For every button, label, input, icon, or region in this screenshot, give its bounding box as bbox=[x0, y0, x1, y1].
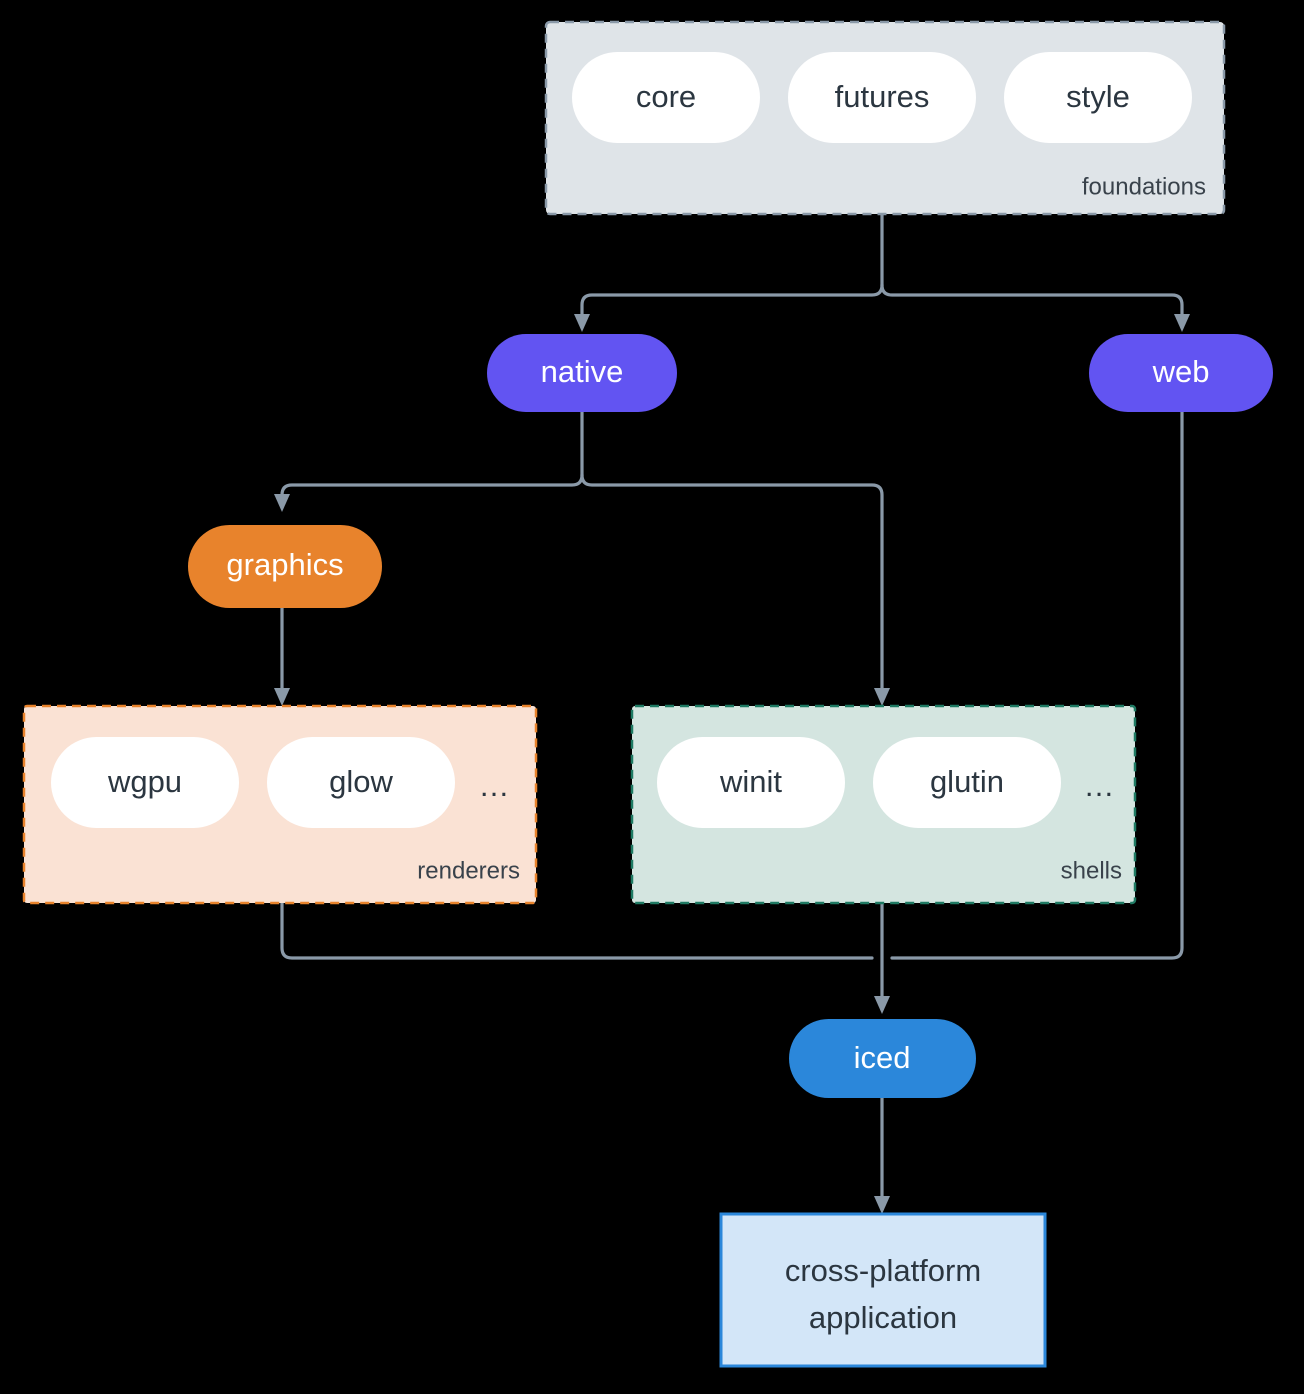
node-iced-label: iced bbox=[854, 1040, 911, 1075]
arrowhead-iced bbox=[874, 996, 890, 1014]
node-wgpu-label: wgpu bbox=[107, 764, 182, 799]
cluster-shells: shells winit glutin … bbox=[630, 704, 1137, 905]
node-glutin[interactable]: glutin bbox=[873, 737, 1061, 828]
arrowhead-application bbox=[874, 1196, 890, 1214]
node-glow-shape[interactable] bbox=[267, 737, 455, 828]
edge-layer bbox=[274, 213, 1190, 1214]
arrowhead-shells bbox=[874, 688, 890, 706]
node-futures[interactable]: futures bbox=[788, 52, 976, 143]
edge-web-to-iced bbox=[890, 410, 1184, 960]
edge-foundations-to-web bbox=[880, 283, 1184, 320]
node-iced[interactable]: iced bbox=[789, 1019, 976, 1098]
edge-native-to-graphics bbox=[280, 473, 584, 500]
node-style-label: style bbox=[1066, 79, 1130, 114]
node-style[interactable]: style bbox=[1004, 52, 1192, 143]
node-web-label: web bbox=[1152, 354, 1210, 389]
node-shells-more-ellipsis: … bbox=[1084, 768, 1117, 803]
node-winit[interactable]: winit bbox=[657, 737, 845, 828]
node-web[interactable]: web bbox=[1089, 334, 1273, 412]
node-renderers-more-ellipsis: … bbox=[479, 768, 512, 803]
arrowhead-renderers bbox=[274, 688, 290, 706]
arrowhead-native bbox=[574, 314, 590, 332]
node-wgpu-shape[interactable] bbox=[51, 737, 239, 828]
node-core[interactable]: core bbox=[572, 52, 760, 143]
node-native-shape[interactable] bbox=[487, 334, 677, 412]
node-core-label: core bbox=[636, 79, 696, 114]
node-graphics[interactable]: graphics bbox=[188, 525, 382, 608]
node-winit-label: winit bbox=[719, 764, 782, 799]
node-web-shape[interactable] bbox=[1089, 334, 1273, 412]
node-application-shape[interactable] bbox=[719, 1212, 1047, 1368]
node-application-label-line1: cross-platform bbox=[785, 1253, 981, 1288]
cluster-foundations: foundations core futures style bbox=[544, 20, 1226, 216]
arrowhead-graphics bbox=[274, 494, 290, 512]
edge-foundations-to-native bbox=[580, 283, 884, 320]
node-graphics-label: graphics bbox=[226, 547, 343, 582]
node-graphics-shape[interactable] bbox=[188, 525, 382, 608]
node-native-label: native bbox=[541, 354, 624, 389]
node-glutin-label: glutin bbox=[930, 764, 1004, 799]
node-futures-label: futures bbox=[835, 79, 930, 114]
node-winit-shape[interactable] bbox=[657, 737, 845, 828]
node-application-label-line2: application bbox=[809, 1300, 957, 1335]
arrowhead-web bbox=[1174, 314, 1190, 332]
node-wgpu[interactable]: wgpu bbox=[51, 737, 239, 828]
cluster-foundations-label: foundations bbox=[1082, 173, 1206, 200]
edge-renderers-to-iced bbox=[280, 901, 874, 960]
node-native[interactable]: native bbox=[487, 334, 677, 412]
node-futures-shape[interactable] bbox=[788, 52, 976, 143]
edge-native-to-shells bbox=[580, 473, 884, 694]
node-glutin-shape[interactable] bbox=[873, 737, 1061, 828]
node-glow-label: glow bbox=[329, 764, 393, 799]
node-style-shape[interactable] bbox=[1004, 52, 1192, 143]
node-core-shape[interactable] bbox=[572, 52, 760, 143]
node-application[interactable]: cross-platform application bbox=[719, 1212, 1047, 1368]
cluster-renderers: renderers wgpu glow … bbox=[22, 704, 538, 905]
node-iced-shape[interactable] bbox=[789, 1019, 976, 1098]
node-glow[interactable]: glow bbox=[267, 737, 455, 828]
cluster-shells-label: shells bbox=[1061, 857, 1122, 884]
cluster-renderers-label: renderers bbox=[417, 857, 520, 884]
